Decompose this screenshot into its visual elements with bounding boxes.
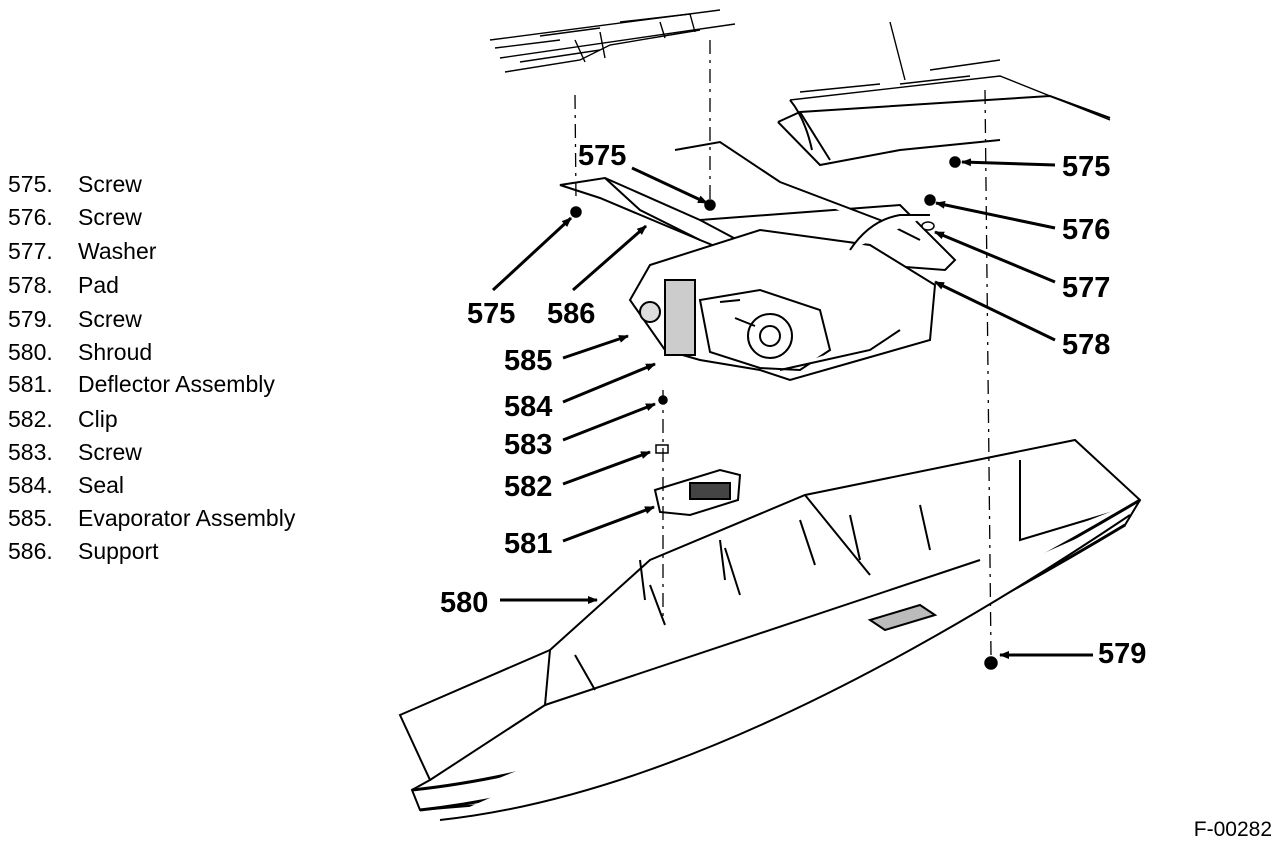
legend-number: 586.: [8, 538, 53, 564]
legend-number: 579.: [8, 306, 53, 332]
legend-item: 584. Seal: [8, 469, 124, 501]
callout-579: 579: [1098, 638, 1146, 670]
deflector-assembly: [653, 468, 742, 517]
arrow-582: [562, 450, 651, 486]
arrow-575-left: [491, 216, 573, 292]
arrow-586: [572, 224, 647, 292]
legend-label: Screw: [78, 171, 142, 197]
legend-number: 585.: [8, 505, 53, 531]
legend-number: 575.: [8, 171, 53, 197]
callout-575-top: 575: [578, 140, 626, 172]
legend-label: Deflector Assembly: [78, 371, 275, 397]
arrow-584: [562, 362, 656, 404]
legend-number: 580.: [8, 339, 53, 365]
callout-585: 585: [504, 345, 552, 377]
legend-item: 580. Shroud: [8, 336, 152, 368]
arrow-583: [562, 402, 656, 442]
legend-item: 576. Screw: [8, 201, 142, 233]
evaporator-assembly: [628, 214, 937, 382]
legend-item: 578. Pad: [8, 269, 119, 301]
legend-number: 583.: [8, 439, 53, 465]
arrow-578: [934, 280, 1056, 342]
arrow-576: [935, 200, 1056, 230]
legend-label: Washer: [78, 238, 157, 264]
leader-arrows: [491, 158, 1093, 659]
legend-item: 581. Deflector Assembly: [8, 368, 275, 400]
legend-label: Pad: [78, 272, 119, 298]
callout-576: 576: [1062, 214, 1110, 246]
legend-item: 586. Support: [8, 535, 159, 567]
callout-586: 586: [547, 298, 595, 330]
legend-item: 577. Washer: [8, 235, 156, 267]
legend-item: 579. Screw: [8, 303, 142, 335]
callout-581: 581: [504, 528, 552, 560]
legend-item: 585. Evaporator Assembly: [8, 502, 295, 534]
legend-item: 582. Clip: [8, 403, 118, 435]
legend-label: Shroud: [78, 339, 153, 365]
alignment-lines: [574, 40, 992, 656]
callout-583: 583: [504, 429, 552, 461]
callout-578: 578: [1062, 329, 1110, 361]
callout-577: 577: [1062, 272, 1110, 304]
callout-584: 584: [504, 391, 552, 423]
legend-item: 575. Screw: [8, 168, 142, 200]
legend-label: Seal: [78, 472, 125, 498]
legend-label: Screw: [78, 204, 142, 230]
legend-item: 583. Screw: [8, 436, 142, 468]
arrow-577: [934, 230, 1056, 284]
legend-number: 577.: [8, 238, 53, 264]
legend-number: 581.: [8, 371, 53, 397]
callout-575-right: 575: [1062, 151, 1110, 183]
legend-number: 578.: [8, 272, 53, 298]
figure-id: F-00282: [1193, 818, 1272, 841]
shroud: [398, 438, 1142, 821]
dash-ledge: [777, 94, 1111, 167]
callout-580: 580: [440, 587, 488, 619]
legend-label: Support: [78, 538, 159, 564]
legend-label: Screw: [78, 439, 142, 465]
legend-number: 582.: [8, 406, 53, 432]
callout-575-left: 575: [467, 298, 515, 330]
arrow-585: [562, 334, 629, 360]
legend-label: Screw: [78, 306, 142, 332]
fasteners: [570, 156, 998, 670]
callout-582: 582: [504, 471, 552, 503]
arrow-575-right: [961, 158, 1056, 167]
arrow-581: [562, 505, 655, 543]
legend-number: 584.: [8, 472, 53, 498]
legend-label: Evaporator Assembly: [78, 505, 296, 531]
arrow-575-top: [631, 166, 708, 205]
legend-number: 576.: [8, 204, 53, 230]
legend-label: Clip: [78, 406, 118, 432]
dashboard-outline: [489, 9, 1111, 121]
